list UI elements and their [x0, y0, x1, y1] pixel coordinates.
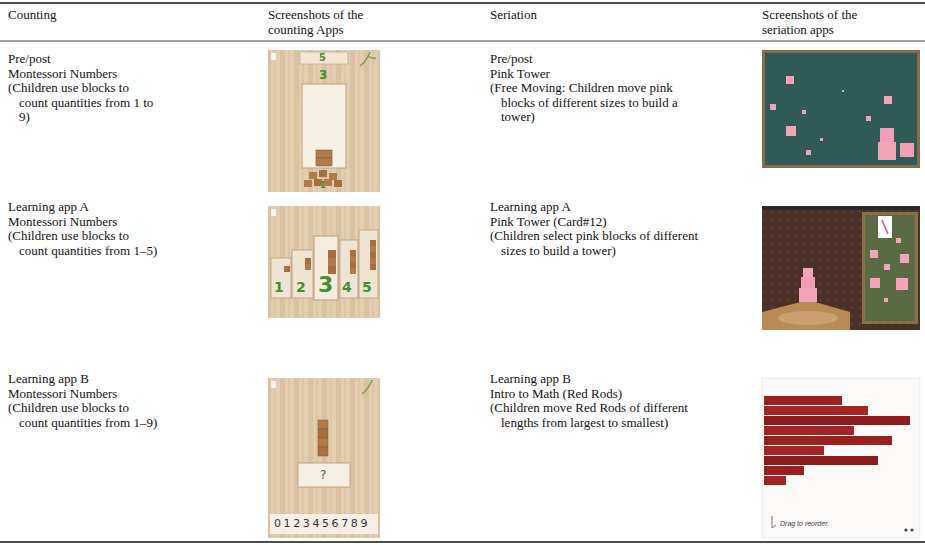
app-number: 3	[318, 274, 333, 296]
app-number: 5	[319, 53, 326, 63]
app-name: Montessori Numbers	[8, 67, 117, 82]
column-header: Screenshots of the counting Apps	[268, 8, 388, 37]
row-label: Learning app B	[490, 372, 571, 387]
app-number: 4	[342, 280, 352, 294]
app-description: (Free Moving: Children move pink blocks …	[490, 81, 702, 125]
digit-row: 0123456789	[274, 518, 370, 529]
column-header: Seriation	[490, 8, 537, 23]
app-number: 1	[320, 182, 326, 190]
answer-box: ?	[320, 469, 326, 481]
bottom-rule	[0, 541, 925, 542]
app-hint: Drag to reorder.	[780, 520, 829, 527]
app-description: (Children use blocks to count quantities…	[8, 81, 160, 125]
app-description: (Children use blocks to count quantities…	[8, 229, 160, 258]
row-label: Learning app A	[8, 200, 89, 215]
counting-screenshot	[268, 50, 380, 192]
app-number: 5	[362, 280, 372, 294]
app-name: Pink Tower (Card#12)	[490, 215, 607, 230]
seriation-screenshot	[762, 378, 920, 538]
column-header: Counting	[8, 8, 56, 23]
seriation-screenshot	[762, 50, 920, 168]
app-description: (Children use blocks to count quantities…	[8, 401, 160, 430]
seriation-screenshot	[762, 206, 920, 330]
app-name: Intro to Math (Red Rods)	[490, 387, 622, 402]
app-description: (Children move Red Rods of different len…	[490, 401, 702, 430]
row-label: Learning app B	[8, 372, 89, 387]
app-name: Montessori Numbers	[8, 387, 117, 402]
app-description: (Children select pink blocks of differen…	[490, 229, 702, 258]
column-header: Screenshots of the seriation apps	[762, 8, 882, 37]
header-rule	[0, 41, 925, 42]
top-rule	[0, 2, 925, 3]
app-name: Montessori Numbers	[8, 215, 117, 230]
counting-screenshot	[268, 378, 380, 538]
row-label: Pre/post	[8, 52, 51, 67]
app-number: 2	[296, 280, 306, 294]
row-label: Learning app A	[490, 200, 571, 215]
app-name: Pink Tower	[490, 67, 550, 82]
app-number: 1	[274, 280, 284, 294]
row-label: Pre/post	[490, 52, 533, 67]
counting-screenshot	[268, 206, 380, 318]
app-number: 3	[319, 69, 327, 81]
